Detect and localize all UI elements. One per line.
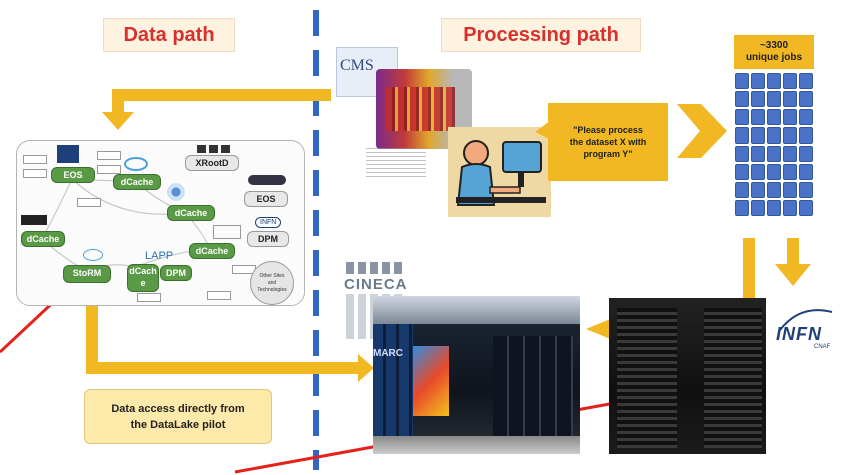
data-access-note: Data access directly from the DataLake p… [84,389,272,444]
processing-path-header: Processing path [441,18,641,52]
infn-cnaf-datacenter-photo [609,298,766,454]
data-path-header: Data path [103,18,235,52]
path-divider [313,10,319,470]
cms-logo: CMS [340,57,374,74]
dcache-bottom-node: dCach e [127,264,159,292]
infn-arc-icon [779,309,833,331]
person-at-computer-icon [456,140,546,206]
cineca-wordmark: CINECA [344,276,408,293]
infn-small-logo: INFN [255,217,282,228]
eos-main-node: EOS [51,167,95,183]
jobs-count: ~3300 [759,40,789,51]
xrootd-node: XRootD [185,155,239,171]
other-sites-node: Other Sites and Technologies [250,261,294,305]
jobs-count-box: ~3300 unique jobs [734,35,814,69]
dcache-node-3: dCache [189,243,235,259]
infn-wordmark: INFN [776,324,822,344]
dcache-node-1: dCache [113,174,161,190]
jobs-grid [735,73,813,216]
request-bubble: "Please process the dataset X with progr… [548,103,668,181]
storm-node: StoRM [63,265,111,283]
lapp-logo: LAPP [145,250,174,262]
datalake-storage-diagram: EOS dCache XRootD dCache EOS dCache dCac… [16,140,305,306]
request-line-1: "Please process [573,125,643,135]
request-line-3: program Y" [583,149,633,159]
data-access-line-1: Data access directly from [111,402,245,415]
dpm-right-node: DPM [247,231,289,247]
infn-cnaf-label: CNAF [814,344,831,350]
data-access-line-2: the DataLake pilot [130,418,226,431]
marconi-label: MARC [373,348,403,359]
eos-right-node: EOS [244,191,288,207]
request-line-2: the dataset X with [569,137,647,147]
analyst-icon [448,127,551,217]
cineca-datacenter-photo: MARC [373,296,580,454]
dpm-bottom-node: DPM [160,265,192,281]
dcache-left-node: dCache [21,231,65,247]
dcache-node-2: dCache [167,205,215,221]
bubble-pointer [535,120,551,140]
jobs-label: unique jobs [745,52,803,63]
infn-logo: INFN CNAF [770,300,840,370]
